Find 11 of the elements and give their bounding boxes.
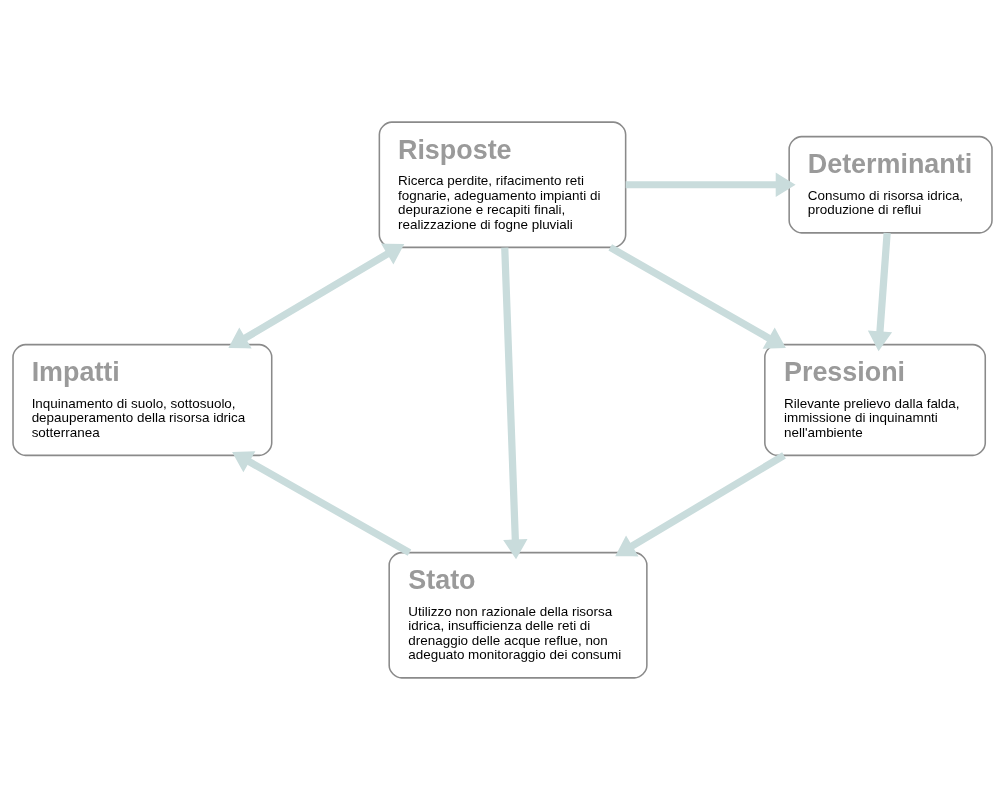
- arrow: [232, 450, 412, 556]
- arrow: [501, 247, 528, 559]
- arrow: [228, 243, 405, 348]
- node-box: Stato Utilizzo non razionale della risorsa idrica, insufficienza delle reti di drenaggio delle acque reflue, non adeguato monitoraggio dei consumi: [388, 551, 648, 679]
- node-box: Impatti Inquinamento di suolo, sottosuolo, depauperamento della risorsa idrica sotterranea: [12, 343, 273, 456]
- node-box: Determinanti Consumo di risorsa idrica, produzione di reflui: [788, 135, 993, 234]
- node-box: Risposte Ricerca perdite, rifacimento reti fognarie, adeguamento impianti di depurazione e recapiti finali, realizzazione di fogne pluviali: [378, 120, 627, 248]
- arrow: [615, 451, 786, 556]
- arrow: [608, 243, 786, 349]
- arrow: [625, 172, 796, 197]
- node-box: Pressioni Rilevante prelievo dalla falda, immissione di inquinamnti nell'ambiente: [764, 343, 987, 456]
